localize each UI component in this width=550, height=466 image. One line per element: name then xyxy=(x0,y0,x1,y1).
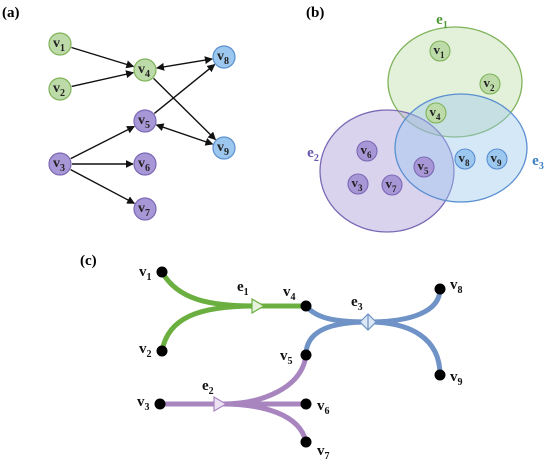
node-v7-b xyxy=(381,174,403,196)
node-v9-b xyxy=(486,148,508,170)
vertex-label-v2-c: v2 xyxy=(139,341,152,360)
node-label-v7-b: v7 xyxy=(386,176,398,194)
node-v7-a xyxy=(133,197,157,221)
vertex-label-v9-c: v9 xyxy=(450,369,463,388)
hyperedge-e1 xyxy=(159,269,306,354)
hyperedge-label-e1-b: e1 xyxy=(436,12,448,31)
node-label-v4-b: v4 xyxy=(430,104,442,122)
node-label-v8-b: v8 xyxy=(459,150,471,168)
node-label-v4-a: v4 xyxy=(138,62,150,80)
hyperedge-e1-arrow-icon xyxy=(251,297,266,315)
node-v3-a xyxy=(48,152,72,176)
hyperedge-e2-arrow-icon xyxy=(213,395,228,413)
panel-c-directed-hypergraph: v1 v2 v4 v5 v8 v9 v3 v6 v7 e1 e3 e2 xyxy=(137,264,463,462)
node-v3-b xyxy=(347,173,369,195)
vertex-label-v1-c: v1 xyxy=(139,264,152,283)
vertex-v8-c xyxy=(434,283,446,295)
vertex-v4-c xyxy=(300,300,312,312)
node-label-v3-a: v3 xyxy=(53,156,65,174)
hyperedge-e3-set xyxy=(394,93,528,203)
node-label-v5-b: v5 xyxy=(418,158,430,176)
node-v2-b xyxy=(479,73,501,95)
hyperedge-e2 xyxy=(157,352,309,445)
vertex-v5-c xyxy=(300,349,312,361)
node-label-v3-b: v3 xyxy=(352,175,364,193)
node-v9-a xyxy=(212,136,236,160)
panel-a-label: (a) xyxy=(2,5,20,21)
edge-v4-v8 xyxy=(156,56,213,71)
vertex-v2-c xyxy=(156,345,168,357)
vertex-v7-c xyxy=(300,436,312,448)
vertex-v6-c xyxy=(300,398,312,410)
node-label-v2-b: v2 xyxy=(484,75,496,93)
node-label-v9-b: v9 xyxy=(491,150,503,168)
vertex-label-v5-c: v5 xyxy=(280,348,293,367)
hyperedge-e3 xyxy=(303,286,443,378)
node-v4-a xyxy=(133,58,157,82)
hyperedge-e1-set xyxy=(387,26,523,138)
hyperedge-e2-set xyxy=(319,109,455,233)
panel-c-label: (c) xyxy=(80,253,97,269)
hyperedge-label-e1-c: e1 xyxy=(237,279,249,298)
hyperedge-label-e2-b: e2 xyxy=(307,145,319,164)
edge-v3-v7 xyxy=(70,168,136,205)
edge-v5-v8 xyxy=(153,64,216,114)
hyperedge-label-e3-c: e3 xyxy=(351,294,363,313)
hyperedge-label-e3-b: e3 xyxy=(532,153,544,172)
vertex-v9-c xyxy=(434,369,446,381)
node-label-v9-a: v9 xyxy=(217,140,229,158)
node-v5-b xyxy=(413,156,435,178)
node-v6-a xyxy=(133,152,157,176)
node-label-v1-b: v1 xyxy=(434,42,446,60)
vertex-label-v3-c: v3 xyxy=(137,394,150,413)
panel-b-label: (b) xyxy=(306,5,324,21)
vertex-label-v8-c: v8 xyxy=(450,277,463,296)
edge-v1-v4 xyxy=(71,46,135,69)
edge-v2-v4 xyxy=(71,70,135,88)
panel-b-hypergraph-sets: e1 e2 e3 v1 v2 v4 v6 v3 v7 v5 v8 v9 xyxy=(307,12,544,233)
edge-v5-v9 xyxy=(155,123,214,146)
node-label-v6-a: v6 xyxy=(138,156,150,174)
node-v6-b xyxy=(356,140,378,162)
node-v8-b xyxy=(454,148,476,170)
node-label-v7-a: v7 xyxy=(138,201,150,219)
vertex-label-v4-c: v4 xyxy=(283,284,296,303)
node-label-v2-a: v2 xyxy=(53,81,65,99)
node-label-v8-a: v8 xyxy=(217,49,229,67)
node-v1-a xyxy=(48,32,72,56)
vertex-label-v6-c: v6 xyxy=(317,398,330,417)
edge-v3-v5 xyxy=(70,125,136,160)
vertex-label-v7-c: v7 xyxy=(317,443,330,462)
node-v2-a xyxy=(48,77,72,101)
node-v1-b xyxy=(429,40,451,62)
node-label-v6-b: v6 xyxy=(361,142,373,160)
node-v5-a xyxy=(133,109,157,133)
hyperedge-label-e2-c: e2 xyxy=(202,378,214,397)
node-label-v1-a: v1 xyxy=(53,36,65,54)
panel-a-directed-graph: v1 v2 v3 v4 v5 v6 v7 v8 v9 xyxy=(48,32,236,221)
edge-v4-v9 xyxy=(153,77,217,141)
vertex-v1-c xyxy=(156,266,168,278)
vertex-v3-c xyxy=(154,398,166,410)
node-label-v5-a: v5 xyxy=(138,113,150,131)
node-v4-b xyxy=(425,102,447,124)
node-v8-a xyxy=(212,45,236,69)
